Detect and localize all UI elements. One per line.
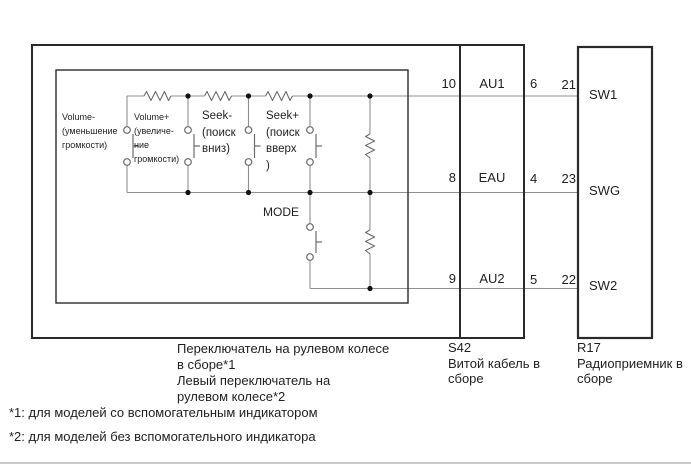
- contact-icon: [306, 126, 314, 134]
- steering-switch-caption: Переключатель на рулевом колесе в сборе*…: [177, 341, 389, 405]
- page-divider: [0, 462, 691, 464]
- steering-switch-outer-box: [31, 44, 461, 339]
- contact-icon: [306, 253, 314, 261]
- volume-plus-label: Volume+ (увеличе- ние громкости): [134, 110, 179, 166]
- resistor-icon: [364, 133, 376, 159]
- seek-plus-label-line: Seek+: [266, 110, 299, 122]
- radio-code: R17: [577, 340, 601, 355]
- volume-plus-label-line: громкости): [134, 154, 180, 164]
- seek-minus-label: Seek- (поиск вниз): [202, 108, 236, 158]
- junction-dot: [245, 93, 252, 99]
- pin-number: 8: [448, 170, 456, 185]
- contact-icon: [244, 126, 253, 134]
- radio-receiver-box: [576, 45, 654, 340]
- seek-plus-label-line: вверх: [266, 143, 297, 155]
- steering-switch-caption-line: в сборе*1: [177, 357, 236, 372]
- junction-dot: [185, 93, 191, 99]
- steering-switch-caption-line: рулевом колесе*2: [177, 389, 286, 404]
- terminal-label: SWG: [589, 183, 621, 198]
- contact-icon: [123, 158, 131, 166]
- volume-plus-label-line: Volume+: [134, 112, 170, 122]
- signal-label: AU1: [479, 76, 505, 91]
- volume-minus-label-line: Volume-: [62, 112, 96, 122]
- signal-label: EAU: [478, 170, 506, 185]
- seek-plus-label-line: ): [266, 159, 270, 172]
- volume-plus-label-line: ние: [134, 140, 150, 150]
- pin-number: 5: [530, 272, 538, 287]
- spiral-cable-box: [459, 44, 525, 339]
- mode-label: MODE: [263, 205, 299, 219]
- radio-caption-line: сборе: [577, 371, 613, 386]
- spiral-cable-code: S42: [448, 340, 472, 355]
- terminal-label: SW2: [589, 278, 618, 293]
- volume-minus-label: Volume- (уменьшение громкости): [62, 110, 117, 152]
- steering-switch-caption-line: Левый переключатель на: [177, 373, 331, 388]
- radio-caption: R17 Радиоприемник в сборе: [577, 340, 683, 387]
- pin-number: 10: [441, 76, 456, 91]
- contact-icon: [306, 158, 314, 166]
- junction-dot: [307, 189, 313, 196]
- radio-caption-line: Радиоприемник в: [577, 355, 683, 371]
- wires: [126, 95, 578, 290]
- contact-icon: [184, 126, 192, 134]
- footnote-1: *1: для моделей со вспомогательным индик…: [9, 405, 318, 420]
- junction-dot: [367, 93, 373, 99]
- seek-plus-label: Seek+ (поиск вверх ): [266, 108, 300, 174]
- volume-minus-label-line: (уменьшение: [62, 126, 118, 136]
- junction-dot: [245, 189, 252, 196]
- component-boxes: [31, 44, 654, 340]
- pin-number: 22: [561, 272, 576, 287]
- spiral-cable-caption: S42 Витой кабель в сборе: [448, 340, 540, 387]
- junction-dot: [307, 93, 313, 99]
- resistors: [143, 90, 376, 255]
- resistor-icon: [265, 90, 293, 102]
- terminal-label: SW1: [589, 87, 618, 102]
- contact-icon: [306, 223, 314, 231]
- signal-label: AU2: [479, 271, 505, 286]
- volume-minus-label-line: громкости): [62, 140, 108, 150]
- resistor-icon: [204, 90, 232, 102]
- seek-minus-label-line: (поиск: [202, 126, 236, 139]
- junction-dot: [367, 285, 373, 292]
- spiral-cable-caption-line: сборе: [448, 371, 484, 386]
- seek-minus-label-line: Seek-: [202, 110, 233, 122]
- pin-number: 9: [448, 271, 456, 286]
- resistor-icon: [143, 90, 172, 102]
- pin-number: 6: [530, 76, 538, 91]
- pin-number: 21: [561, 77, 576, 92]
- seek-plus-label-line: (поиск: [266, 126, 300, 139]
- resistor-icon: [364, 229, 376, 255]
- footnote-2: *2: для моделей без вспомогательного инд…: [9, 429, 316, 444]
- junction-dot: [367, 189, 373, 196]
- steering-switch-caption-line: Переключатель на рулевом колесе: [177, 341, 390, 356]
- pin-number: 4: [530, 171, 538, 186]
- junction-dot: [185, 189, 191, 196]
- seek-minus-label-line: вниз): [202, 143, 230, 155]
- contact-icon: [244, 158, 253, 166]
- spiral-cable-caption-line: Витой кабель в: [448, 355, 541, 371]
- contact-icon: [184, 158, 192, 166]
- pin-number: 23: [561, 171, 576, 186]
- junction-dots: [185, 93, 373, 292]
- volume-plus-label-line: (увеличе-: [134, 126, 174, 136]
- contact-icon: [123, 126, 131, 134]
- switch-contacts: [123, 126, 322, 261]
- steering-switch-inner-box: [55, 69, 409, 304]
